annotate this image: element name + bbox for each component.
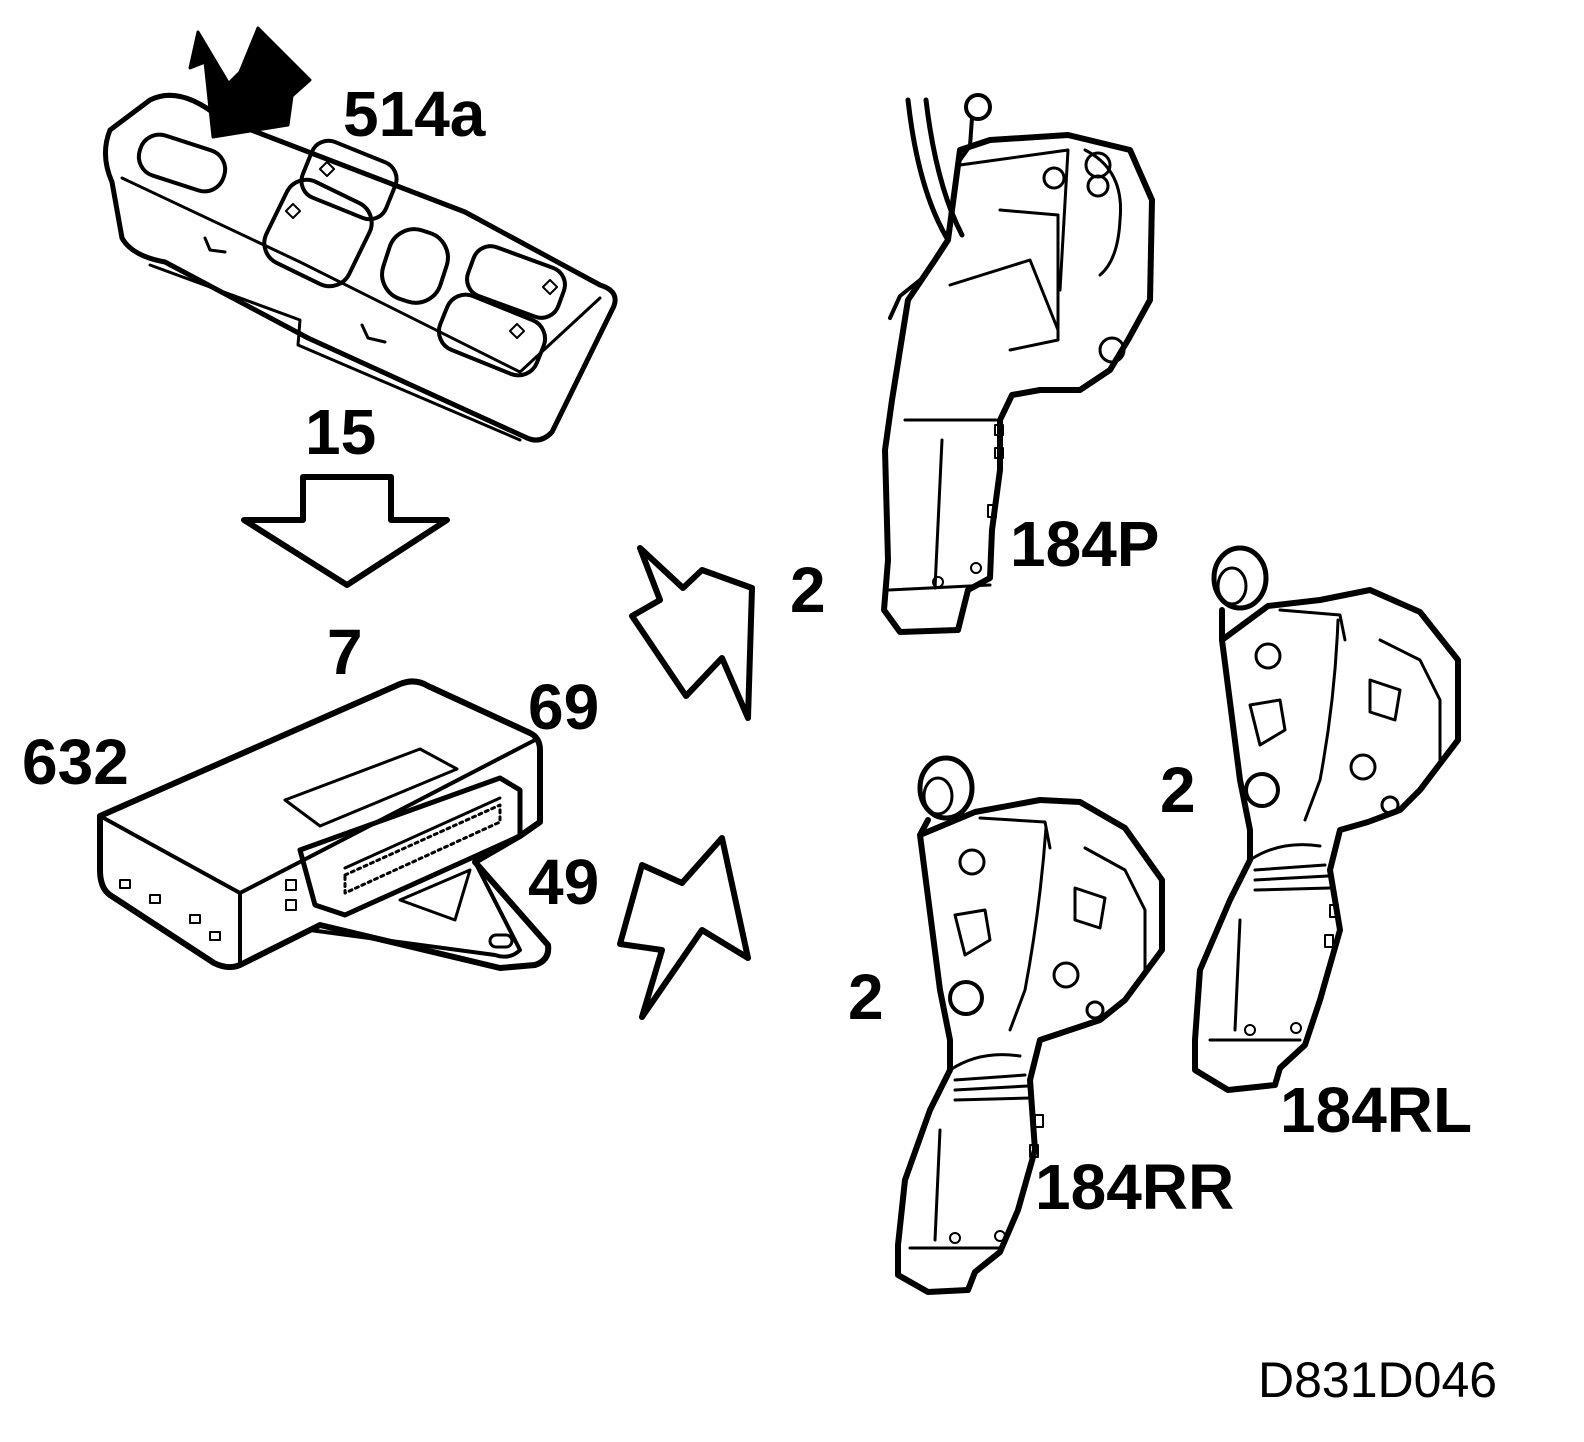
- label-wire-rl: 2: [1160, 754, 1196, 826]
- flow-down-arrow-icon: [241, 474, 450, 588]
- label-signal-bottom: 7: [327, 616, 363, 688]
- drawing-code: D831D046: [1258, 1352, 1498, 1408]
- label-switch-panel: 514a: [343, 78, 486, 150]
- label-actuator-184rl: 184RL: [1280, 1074, 1473, 1146]
- pointer-arrow-icon: [188, 26, 312, 139]
- label-module: 632: [22, 726, 129, 798]
- actuator-184rr: [895, 755, 1165, 1295]
- control-module: [97, 678, 552, 971]
- actuator-184p: [881, 93, 1155, 635]
- label-connector-b: 49: [528, 846, 600, 918]
- flow-lower-arrow-icon: [617, 835, 751, 1020]
- label-actuator-184rr: 184RR: [1035, 1151, 1235, 1223]
- actuator-184rl: [1192, 545, 1461, 1093]
- label-wire-p: 2: [790, 554, 826, 626]
- label-connector-a: 69: [528, 671, 600, 743]
- label-actuator-184p: 184P: [1010, 508, 1160, 580]
- label-wire-rr: 2: [848, 961, 884, 1033]
- flow-upper-arrow-icon: [629, 545, 755, 721]
- label-signal-top: 15: [305, 396, 377, 468]
- switch-panel: [103, 92, 618, 443]
